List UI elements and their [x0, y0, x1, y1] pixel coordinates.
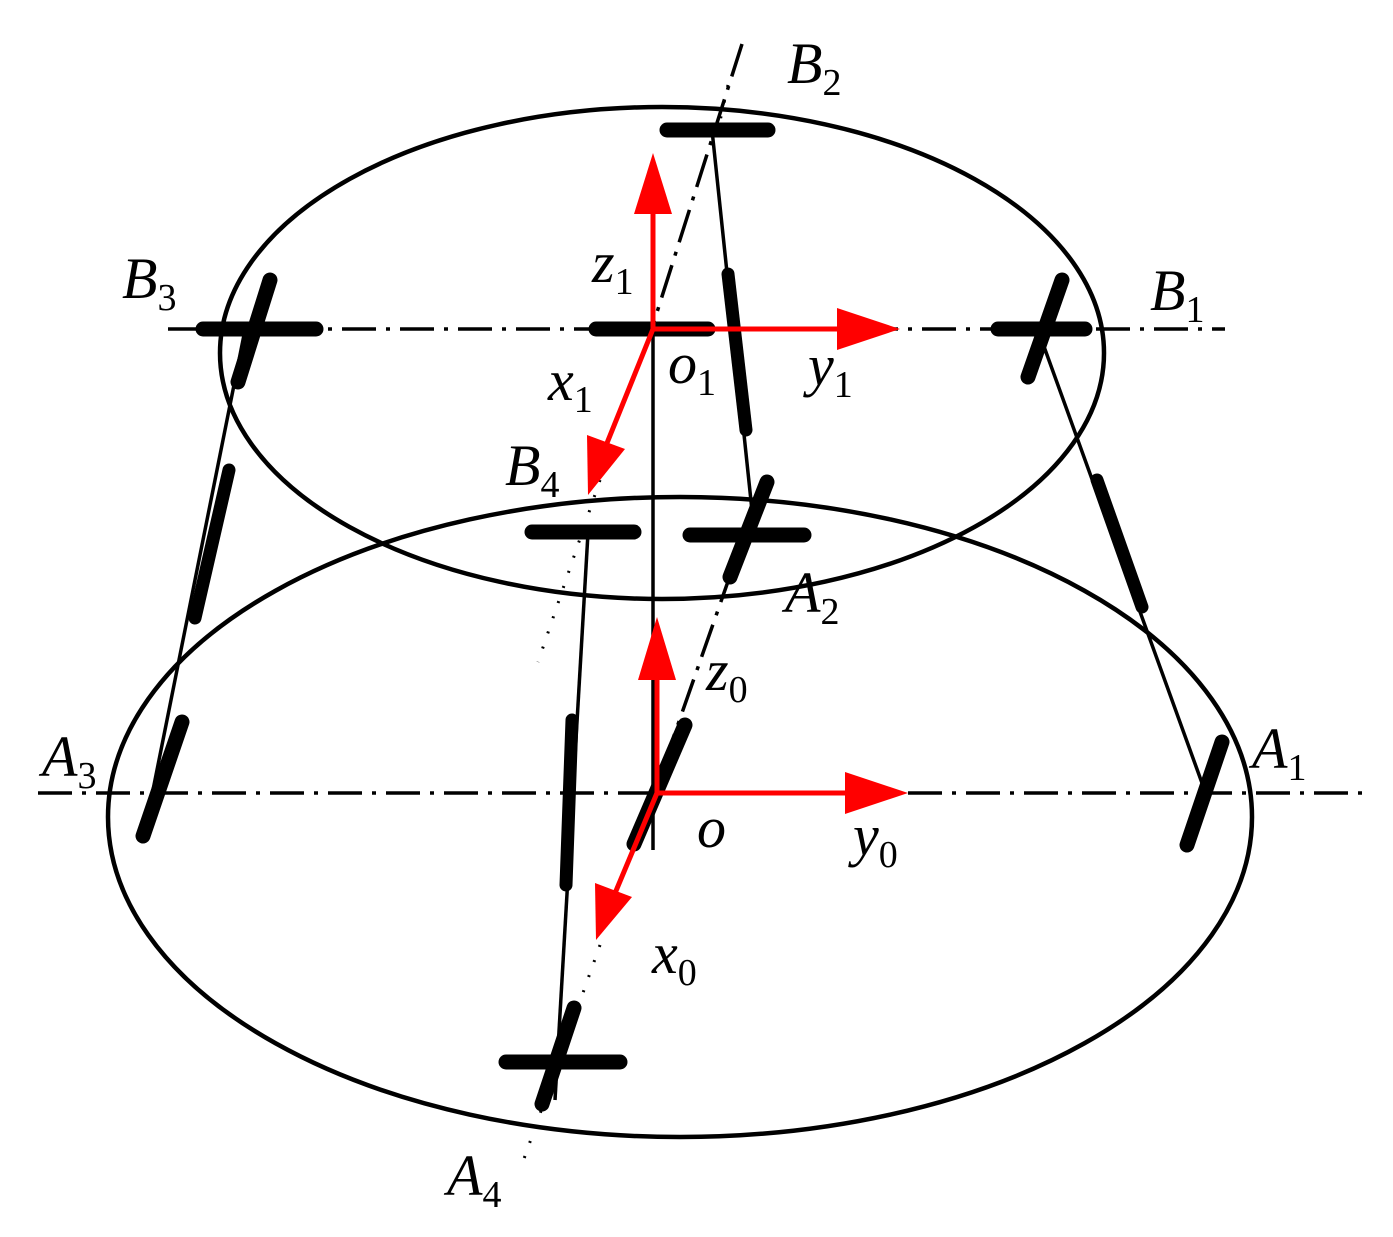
label-b4: B4 — [505, 433, 559, 506]
joint-b3-slash — [230, 272, 278, 390]
actuator-leg-1 — [1090, 473, 1149, 614]
label-o: o — [697, 795, 726, 860]
x0-axis-arrowhead — [595, 883, 632, 940]
z0-axis-arrowhead — [638, 617, 676, 680]
actuator-leg-2 — [721, 267, 753, 437]
x1-axis-shaft — [602, 328, 656, 449]
upper-diagonal-centerline — [650, 43, 744, 329]
x0-axis-shaft — [610, 792, 660, 899]
label-o1: o1 — [668, 331, 716, 404]
base-platform-ellipse — [105, 494, 1255, 1140]
label-a4: A4 — [443, 1143, 501, 1216]
actuator-leg-4 — [559, 713, 579, 892]
joint-b1-slash — [1020, 272, 1070, 385]
label-x0: x0 — [651, 921, 697, 994]
label-z1: z1 — [591, 230, 634, 303]
joint-a1-slash — [1179, 734, 1230, 853]
joint-a3-slash — [135, 714, 190, 844]
leg-3-line — [143, 329, 247, 831]
label-y1: y1 — [803, 333, 853, 406]
y0-axis-arrowhead — [845, 772, 908, 814]
label-x1: x1 — [547, 348, 593, 421]
label-y0: y0 — [848, 803, 898, 876]
label-b2: B2 — [787, 31, 841, 104]
joint-a4-slash — [534, 1000, 582, 1112]
y1-axis-arrowhead — [837, 308, 900, 350]
x1-axis-arrowhead — [587, 435, 625, 495]
b4-dotted-centerline — [536, 479, 602, 663]
label-z0: z0 — [705, 638, 748, 711]
label-a3: A3 — [38, 724, 96, 797]
label-b3: B3 — [122, 246, 176, 319]
label-b1: B1 — [1150, 258, 1204, 331]
joint-a2-slash — [722, 474, 775, 585]
label-a2: A2 — [781, 560, 839, 633]
actuator-leg-3 — [188, 463, 236, 625]
z1-axis-arrowhead — [634, 153, 672, 214]
label-a1: A1 — [1248, 716, 1306, 789]
upper-platform-ellipse — [217, 104, 1107, 602]
